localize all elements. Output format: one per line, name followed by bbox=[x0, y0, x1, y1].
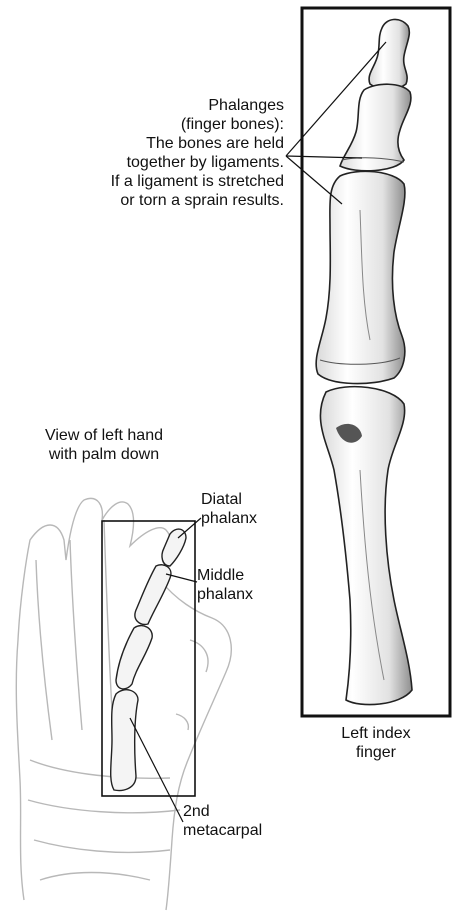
distal-line-2: phalanx bbox=[201, 509, 301, 528]
distal-phalanx-label: Diatal phalanx bbox=[201, 490, 301, 528]
view-caption: View of left hand with palm down bbox=[14, 426, 194, 464]
finger-caption-line-2: finger bbox=[316, 743, 436, 762]
hand-index-finger bbox=[111, 529, 186, 790]
finger-caption: Left index finger bbox=[316, 724, 436, 762]
phalanges-line-4: together by ligaments. bbox=[40, 153, 284, 172]
phalanges-line-5: If a ligament is stretched bbox=[40, 172, 284, 191]
finger-bones bbox=[316, 19, 412, 704]
phalanges-annotation: Phalanges (finger bones): The bones are … bbox=[40, 96, 284, 210]
middle-phalanx-label: Middle phalanx bbox=[197, 566, 297, 604]
distal-line-1: Diatal bbox=[201, 490, 301, 509]
hand-metacarpal bbox=[111, 690, 138, 791]
phalanges-line-6: or torn a sprain results. bbox=[40, 191, 284, 210]
hand-middle-phalanx bbox=[135, 565, 171, 625]
phalanges-line-1: Phalanges bbox=[40, 96, 284, 115]
view-caption-line-2: with palm down bbox=[14, 445, 194, 464]
metacarpal-line-1: 2nd bbox=[183, 802, 303, 821]
phalanges-line-3: The bones are held bbox=[40, 134, 284, 153]
metacarpal-bone bbox=[320, 387, 412, 705]
view-caption-line-1: View of left hand bbox=[14, 426, 194, 445]
hand-proximal-phalanx bbox=[116, 626, 152, 689]
metacarpal-label: 2nd metacarpal bbox=[183, 802, 303, 840]
proximal-phalanx-bone bbox=[316, 171, 405, 383]
middle-line-2: phalanx bbox=[197, 585, 297, 604]
metacarpal-line-2: metacarpal bbox=[183, 821, 303, 840]
middle-line-1: Middle bbox=[197, 566, 297, 585]
finger-caption-line-1: Left index bbox=[316, 724, 436, 743]
phalanges-line-2: (finger bones): bbox=[40, 115, 284, 134]
